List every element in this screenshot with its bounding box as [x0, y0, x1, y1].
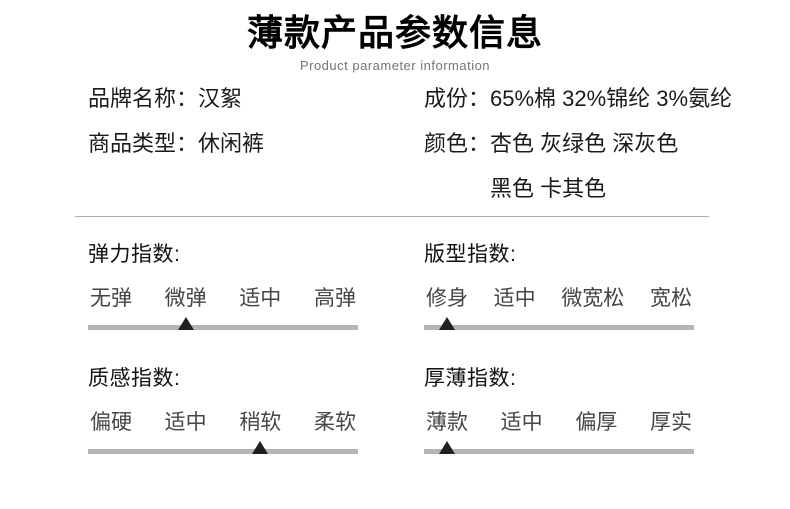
index-option: 微弹 [164, 287, 207, 310]
index-option: 微宽松 [561, 287, 625, 310]
info-row-product-type: 商品类型： 休闲裤 [88, 132, 264, 156]
index-option: 高弹 [313, 287, 356, 310]
page-subtitle: Product parameter information [299, 58, 491, 73]
slider-marker-triangle-icon [439, 441, 455, 454]
index-label: 版型指数: [424, 243, 517, 266]
index-option: 厚实 [649, 411, 692, 434]
info-label-composition: 成份： [424, 86, 491, 111]
index-options: 薄款 适中 偏厚 厚实 [424, 411, 694, 435]
index-option: 偏厚 [575, 411, 618, 434]
index-section-elasticity: 弹力指数: 无弹 微弹 适中 高弹 [88, 243, 358, 330]
info-label-brand: 品牌名称： [88, 86, 199, 111]
info-row-composition: 成份： 65%棉 32%锦纶 3%氨纶 [424, 87, 732, 111]
info-value-color-line2: 黑色 卡其色 [490, 176, 607, 201]
info-value-color-line1: 杏色 灰绿色 深灰色 [490, 131, 679, 156]
index-section-thickness: 厚薄指数: 薄款 适中 偏厚 厚实 [424, 367, 694, 454]
index-option: 偏硬 [90, 411, 132, 434]
info-value-brand: 汉絮 [198, 86, 243, 111]
index-option: 适中 [164, 411, 207, 434]
info-row-brand: 品牌名称： 汉絮 [88, 87, 264, 111]
index-option: 稍软 [239, 411, 282, 434]
index-option: 适中 [493, 287, 536, 310]
info-label-color: 颜色： [424, 131, 491, 156]
index-label: 弹力指数: [88, 243, 181, 266]
index-label: 质感指数: [88, 367, 181, 390]
info-value-composition: 65%棉 32%锦纶 3%氨纶 [490, 86, 733, 111]
index-option: 适中 [500, 411, 543, 434]
index-options: 偏硬 适中 稍软 柔软 [88, 411, 358, 435]
index-option: 适中 [239, 287, 282, 310]
index-options: 无弹 微弹 适中 高弹 [88, 287, 358, 311]
index-option: 薄款 [426, 411, 468, 434]
index-label: 厚薄指数: [424, 367, 517, 390]
index-slider-bar [424, 441, 694, 454]
page-title: 薄款产品参数信息 [246, 12, 543, 53]
index-section-texture: 质感指数: 偏硬 适中 稍软 柔软 [88, 367, 358, 454]
section-divider [75, 216, 709, 217]
index-section-fit: 版型指数: 修身 适中 微宽松 宽松 [424, 243, 694, 330]
index-option: 柔软 [313, 411, 356, 434]
info-value-color: 杏色 灰绿色 深灰色 黑色 卡其色 [490, 132, 678, 222]
slider-marker-triangle-icon [252, 441, 268, 454]
index-slider-bar [88, 317, 358, 330]
info-row-color: 颜色： 杏色 灰绿色 深灰色 黑色 卡其色 [424, 132, 732, 222]
index-slider-bar [88, 441, 358, 454]
info-label-product-type: 商品类型： [88, 131, 199, 156]
index-option: 无弹 [90, 287, 132, 310]
info-column-left: 品牌名称： 汉絮 商品类型： 休闲裤 [88, 87, 264, 177]
index-options: 修身 适中 微宽松 宽松 [424, 287, 694, 311]
info-column-right: 成份： 65%棉 32%锦纶 3%氨纶 颜色： 杏色 灰绿色 深灰色 黑色 卡其… [424, 87, 732, 243]
index-slider-bar [424, 317, 694, 330]
index-option: 修身 [426, 287, 468, 310]
slider-marker-triangle-icon [439, 317, 455, 330]
slider-marker-triangle-icon [178, 317, 194, 330]
info-value-product-type: 休闲裤 [198, 131, 265, 156]
index-option: 宽松 [649, 287, 692, 310]
